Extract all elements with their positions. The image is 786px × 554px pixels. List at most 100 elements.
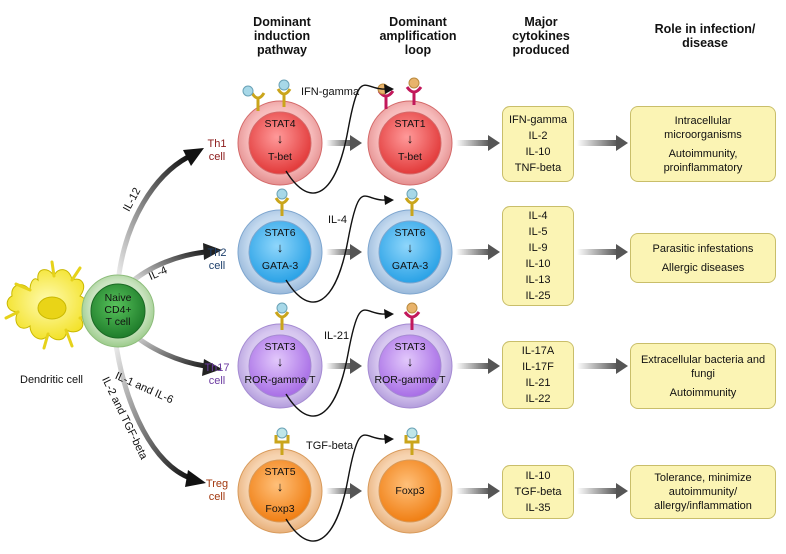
amplification-cell-treg bbox=[367, 448, 453, 534]
cytokine-item: IL-5 bbox=[528, 226, 548, 238]
cell-type-name: Th2 bbox=[207, 247, 227, 259]
pathway-arrowhead-th2 bbox=[203, 243, 222, 260]
induction-cell-th2 bbox=[237, 209, 323, 295]
induction-top: STAT4 bbox=[264, 118, 296, 130]
cell-type-name: Th17 bbox=[204, 362, 230, 374]
cell-type-suffix: cell bbox=[208, 375, 226, 387]
pathway-arrowhead-th17 bbox=[202, 359, 222, 376]
connector-induction-to-amplification-th17 bbox=[326, 358, 362, 374]
induction-arrow: ↓ bbox=[276, 131, 284, 146]
induction-arrow: ↓ bbox=[276, 479, 284, 494]
cell-type-label: Treg cell bbox=[198, 478, 236, 504]
ligand-tgf-b bbox=[406, 427, 418, 439]
connector-amplification-to-cytokines-treg bbox=[456, 483, 500, 499]
cytokine-item: IL-22 bbox=[525, 393, 551, 405]
connector-induction-to-amplification-th2 bbox=[326, 244, 362, 260]
cytokine-item: IL-25 bbox=[525, 290, 551, 302]
cytokine-item: IL-17F bbox=[522, 361, 554, 373]
cytokine-item: IL-17A bbox=[521, 345, 555, 357]
ligand-ifn-b bbox=[408, 77, 420, 89]
dendritic-cell-shape bbox=[4, 260, 98, 350]
connector-amplification-to-cytokines-th1 bbox=[456, 135, 500, 151]
induction-arrow: ↓ bbox=[276, 240, 284, 255]
induction-arrow: ↓ bbox=[276, 354, 284, 369]
cytokine-item: IL-13 bbox=[525, 274, 551, 286]
cytokine-item: IL-21 bbox=[525, 377, 551, 389]
cell-type-label: Th2 cell bbox=[198, 247, 236, 273]
cytokine-item: IL-10 bbox=[525, 258, 551, 270]
amplification-bottom: ROR-gamma T bbox=[374, 374, 446, 386]
naive-t-cell-shape bbox=[81, 274, 155, 348]
induction-bottom: GATA-3 bbox=[261, 260, 299, 272]
cytokine-item: TGF-beta bbox=[514, 486, 562, 498]
pathway-arrowhead-treg bbox=[185, 470, 206, 487]
t-cell-circles bbox=[237, 100, 453, 534]
header-induction: Dominant induction pathway bbox=[253, 15, 311, 57]
receptor-th2 bbox=[274, 197, 290, 216]
ligand-tgf-a bbox=[276, 427, 288, 439]
pathway-arrow-th1 bbox=[115, 154, 190, 283]
induction-bottom: Foxp3 bbox=[265, 503, 295, 515]
cell-type-label: Th17 cell bbox=[198, 362, 236, 388]
cytokine-item: IL-10 bbox=[525, 470, 551, 482]
cell-type-name: Treg bbox=[205, 478, 229, 490]
connector-cytokines-to-role-th1 bbox=[577, 135, 628, 151]
role-item: Tolerance, minimize autoimmunity/ allerg… bbox=[654, 472, 752, 512]
dendritic-cell-label: Dendritic cell bbox=[20, 374, 83, 386]
pathway-arrowhead-th1 bbox=[183, 148, 204, 166]
connector-cytokines-to-role-th17 bbox=[577, 358, 628, 374]
role-item: Autoimmunity bbox=[669, 386, 737, 399]
loop-cytokine-label: IL-21 bbox=[324, 330, 350, 342]
role-item: Allergic diseases bbox=[661, 261, 745, 274]
header-role: Role in infection/ disease bbox=[654, 22, 756, 50]
amplification-top: Foxp3 bbox=[395, 485, 425, 497]
loop-arrow-th17 bbox=[285, 309, 394, 417]
connector-induction-to-amplification-th1 bbox=[326, 135, 362, 151]
amplification-arrow: ↓ bbox=[406, 131, 414, 146]
connector-cytokines-to-role-treg bbox=[577, 483, 628, 499]
naive-cell-label: Naive CD4+ T cell bbox=[98, 292, 138, 328]
amplification-cell-th17 bbox=[367, 323, 453, 409]
header-amplification: Dominant amplification loop bbox=[379, 15, 457, 57]
role-box: Tolerance, minimize autoimmunity/ allerg… bbox=[630, 465, 776, 519]
loop-cytokine-label: TGF-beta bbox=[306, 440, 354, 452]
receptor-treg-amp bbox=[404, 435, 420, 455]
receptor-treg bbox=[274, 435, 290, 455]
ligand-il4-b bbox=[406, 188, 418, 200]
induction-bottom: T-bet bbox=[268, 151, 292, 163]
cytokine-item: IL-35 bbox=[525, 502, 551, 514]
loop-arrow-th2 bbox=[285, 195, 394, 303]
induction-cell-treg bbox=[237, 448, 323, 534]
receptor-th17 bbox=[274, 311, 290, 330]
connector-cytokines-to-role-th2 bbox=[577, 244, 628, 260]
cell-type-name: Th1 bbox=[207, 138, 227, 150]
loop-cytokine-label: IFN-gamma bbox=[301, 86, 360, 98]
induction-top: STAT3 bbox=[264, 341, 296, 353]
loop-arrow-treg bbox=[285, 434, 394, 542]
induction-bottom: ROR-gamma T bbox=[244, 374, 316, 386]
induction-cell-th1 bbox=[237, 100, 323, 186]
header-cytokines: Major cytokines produced bbox=[512, 15, 570, 57]
ligand-il6 bbox=[276, 302, 288, 314]
receptor-th1-a bbox=[250, 92, 266, 111]
naive-label-line1: Naive bbox=[104, 292, 132, 304]
cell-type-suffix: cell bbox=[208, 260, 226, 272]
ligand-il21 bbox=[406, 302, 418, 314]
cell-type-suffix: cell bbox=[208, 491, 226, 503]
receptor-th1-b bbox=[276, 88, 292, 107]
receptor-il21 bbox=[403, 311, 421, 330]
cell-type-suffix: cell bbox=[208, 151, 226, 163]
connector-arrows bbox=[326, 135, 628, 499]
role-item: Autoimmunity, proinflammatory bbox=[663, 147, 743, 174]
cytokine-item: IL-2 bbox=[528, 130, 548, 142]
receptors bbox=[242, 77, 423, 455]
cytokine-item: IFN-gamma bbox=[508, 114, 568, 126]
cytokine-item: IL-10 bbox=[525, 146, 551, 158]
amplification-cell-th1 bbox=[367, 100, 453, 186]
